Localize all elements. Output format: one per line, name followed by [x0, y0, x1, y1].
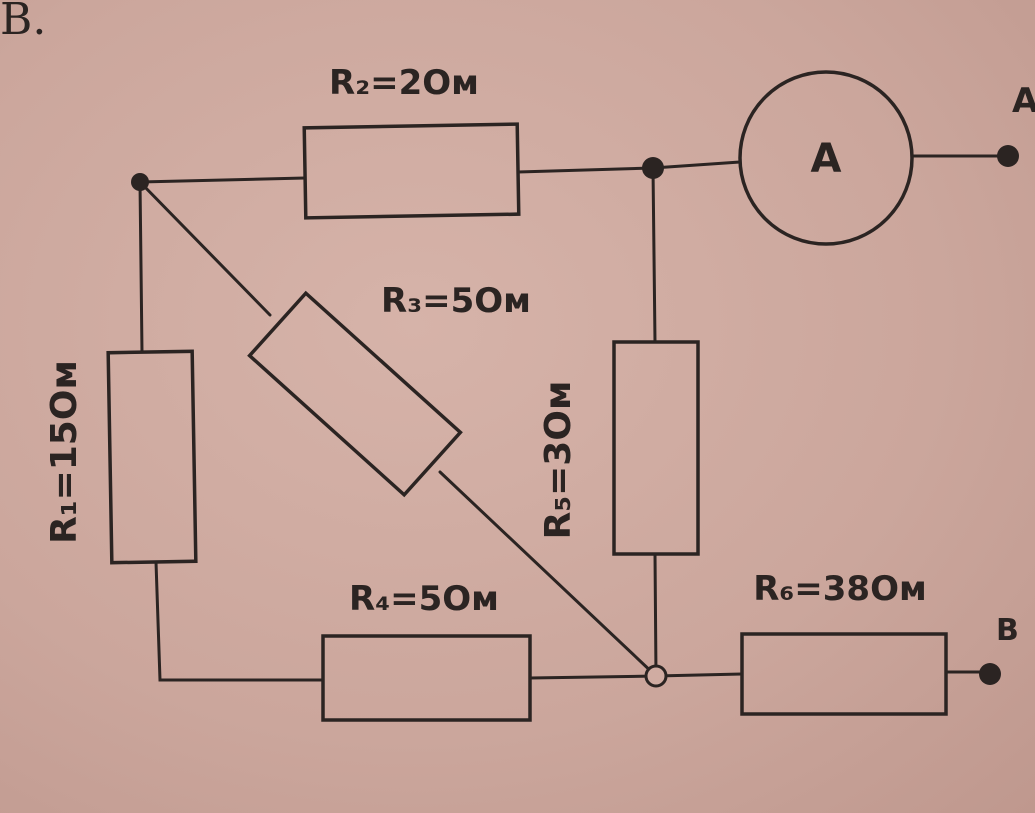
node-bottom-right: [644, 664, 668, 688]
resistor-r6: [740, 632, 948, 716]
wire-to-ammeter: [651, 160, 742, 170]
r4-label: R₄=5Ом: [349, 579, 499, 619]
terminal-a-dot: [997, 145, 1019, 167]
resistor-r4: [321, 634, 532, 722]
resistor-r1: [106, 349, 198, 565]
wire-bottom-right: [654, 672, 744, 678]
terminal-a-label: A: [1012, 81, 1035, 121]
wire-bottom-mid: [528, 674, 658, 680]
resistor-r5: [612, 340, 700, 556]
section-label: B.: [0, 0, 47, 45]
wire-top-mid: [516, 166, 655, 174]
ammeter-label: A: [811, 136, 842, 182]
r2-label: R₂=2Ом: [329, 63, 479, 103]
terminal-b-label: B: [996, 613, 1019, 648]
node-top-right: [642, 157, 664, 179]
terminal-b-dot: [979, 663, 1001, 685]
resistor-r3: [247, 290, 463, 498]
wire-diagonal-upper: [138, 180, 272, 317]
wire-left-lower: [154, 560, 325, 682]
wire-right-upper: [651, 166, 657, 344]
wire-top-left: [138, 176, 307, 184]
ammeter-circle: [738, 70, 914, 246]
r1-label: R₁=15Ом: [44, 360, 85, 544]
resistor-r2: [302, 122, 521, 220]
node-top-left: [131, 173, 149, 191]
wire-right-lower: [653, 552, 658, 678]
r3-label: R₃=5Ом: [381, 281, 531, 321]
wire-diagonal-lower: [438, 470, 658, 678]
r5-label: R₅=3Ом: [538, 381, 579, 540]
wire-left-upper: [138, 180, 144, 354]
r6-label: R₆=38Ом: [753, 569, 927, 609]
